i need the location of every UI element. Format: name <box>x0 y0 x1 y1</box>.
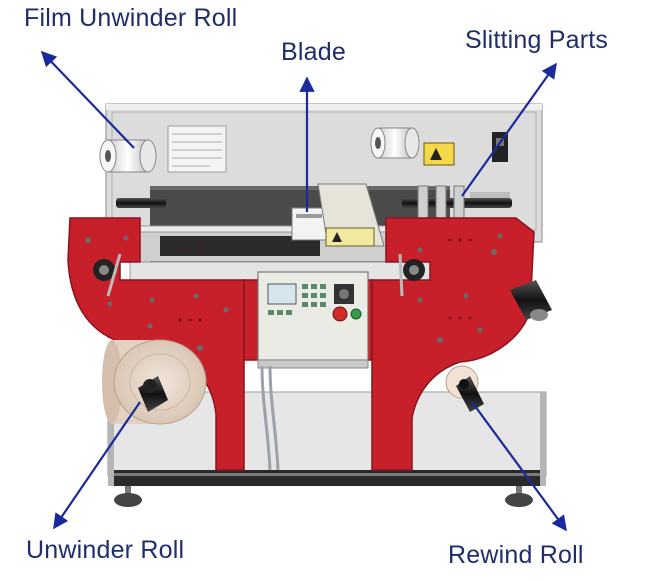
film-roll-right <box>370 127 420 159</box>
panel-keypad <box>268 284 326 315</box>
frame-bolts <box>85 233 503 351</box>
unwinder-roll <box>102 339 207 425</box>
spec-placard <box>167 125 227 173</box>
cable-conduit <box>260 365 280 471</box>
arrow-slitting-parts <box>461 62 557 197</box>
control-panel <box>257 271 369 369</box>
arrow-rewind-roll <box>471 401 567 532</box>
caster-right <box>505 486 533 507</box>
panel-switches <box>332 284 362 322</box>
label-slitting-parts: Slitting Parts <box>465 26 609 54</box>
arrow-film-unwinder-roll <box>40 50 135 149</box>
panel-screen <box>267 283 297 305</box>
callout-arrows <box>40 50 567 532</box>
arrow-unwinder-roll <box>53 401 141 530</box>
left-idler-shaft <box>116 198 166 208</box>
label-rewind-roll: Rewind Roll <box>448 541 584 569</box>
label-unwinder-roll: Unwinder Roll <box>26 536 185 564</box>
rewind-roll <box>445 365 484 412</box>
right-nip-roller <box>398 253 425 297</box>
film-unwinder-roll <box>99 139 157 173</box>
label-film-unwinder-roll: Film Unwinder Roll <box>24 4 238 32</box>
caster-left <box>114 486 142 507</box>
left-nip-roller <box>93 253 122 297</box>
waste-rewind-shaft <box>510 280 552 321</box>
label-blade: Blade <box>281 38 346 66</box>
blade-assembly <box>291 183 385 247</box>
slitting-parts <box>402 185 512 219</box>
